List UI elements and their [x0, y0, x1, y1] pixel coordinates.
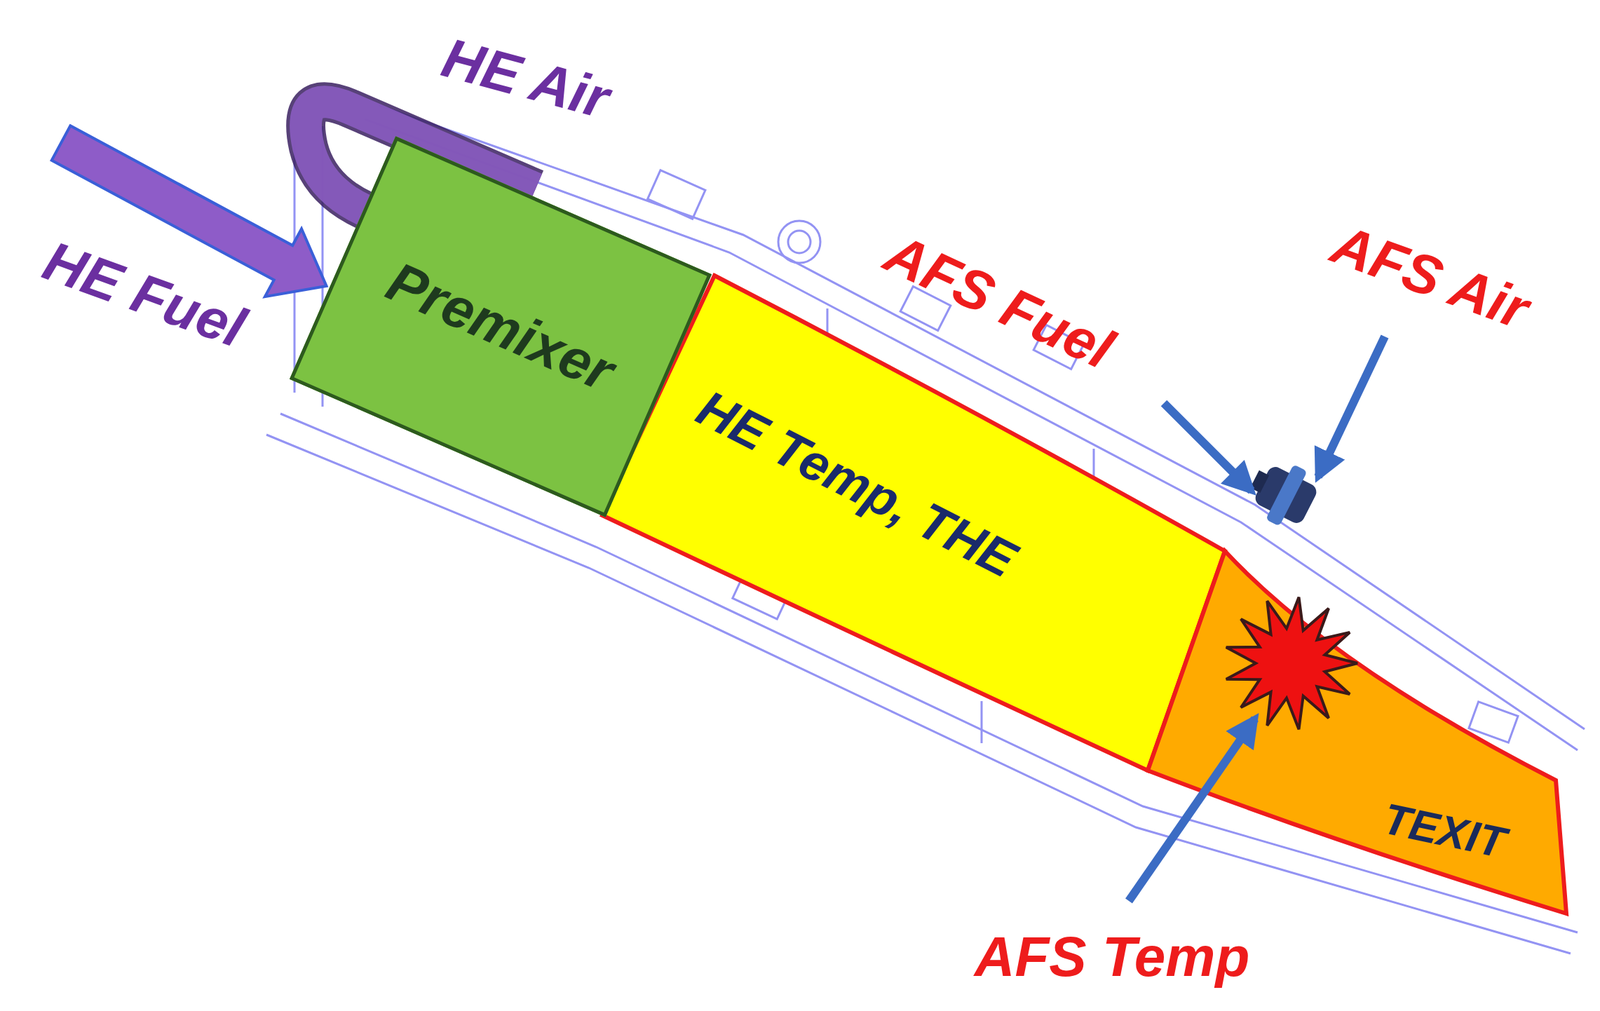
injector-plate	[1265, 464, 1308, 526]
afs-fuel-arrow	[1163, 403, 1252, 491]
flow-label: AFS Air	[1323, 211, 1537, 343]
node-text: HE Temp, THE	[688, 379, 1026, 588]
injector-tip	[1250, 470, 1270, 493]
afs-air-arrow	[1318, 336, 1385, 477]
node-text: TEXIT	[1379, 794, 1510, 867]
sketch-lines	[266, 105, 1585, 954]
flow-label: AFS Fuel	[875, 220, 1123, 383]
exit-zone-label-box: TEXIT	[1337, 775, 1551, 887]
he-zone	[602, 275, 1225, 771]
he-zone-label-box: HE Temp, THE	[660, 326, 1054, 643]
afs-flame	[1226, 597, 1358, 730]
afs-temp-arrow	[1128, 718, 1256, 901]
port	[788, 230, 811, 254]
flow-label: HE Fuel	[35, 228, 254, 361]
flange	[647, 170, 706, 220]
node-text: Premixer	[377, 250, 623, 404]
blue-arrows	[1128, 336, 1385, 901]
flow-label: HE Air	[435, 25, 616, 132]
flow-label: AFS Temp	[974, 924, 1251, 990]
afs-injector	[1240, 451, 1324, 535]
premixer-box: Premixer	[289, 136, 712, 517]
flame-star	[1226, 597, 1358, 730]
afs-zone	[1147, 551, 1567, 914]
port	[778, 220, 821, 263]
